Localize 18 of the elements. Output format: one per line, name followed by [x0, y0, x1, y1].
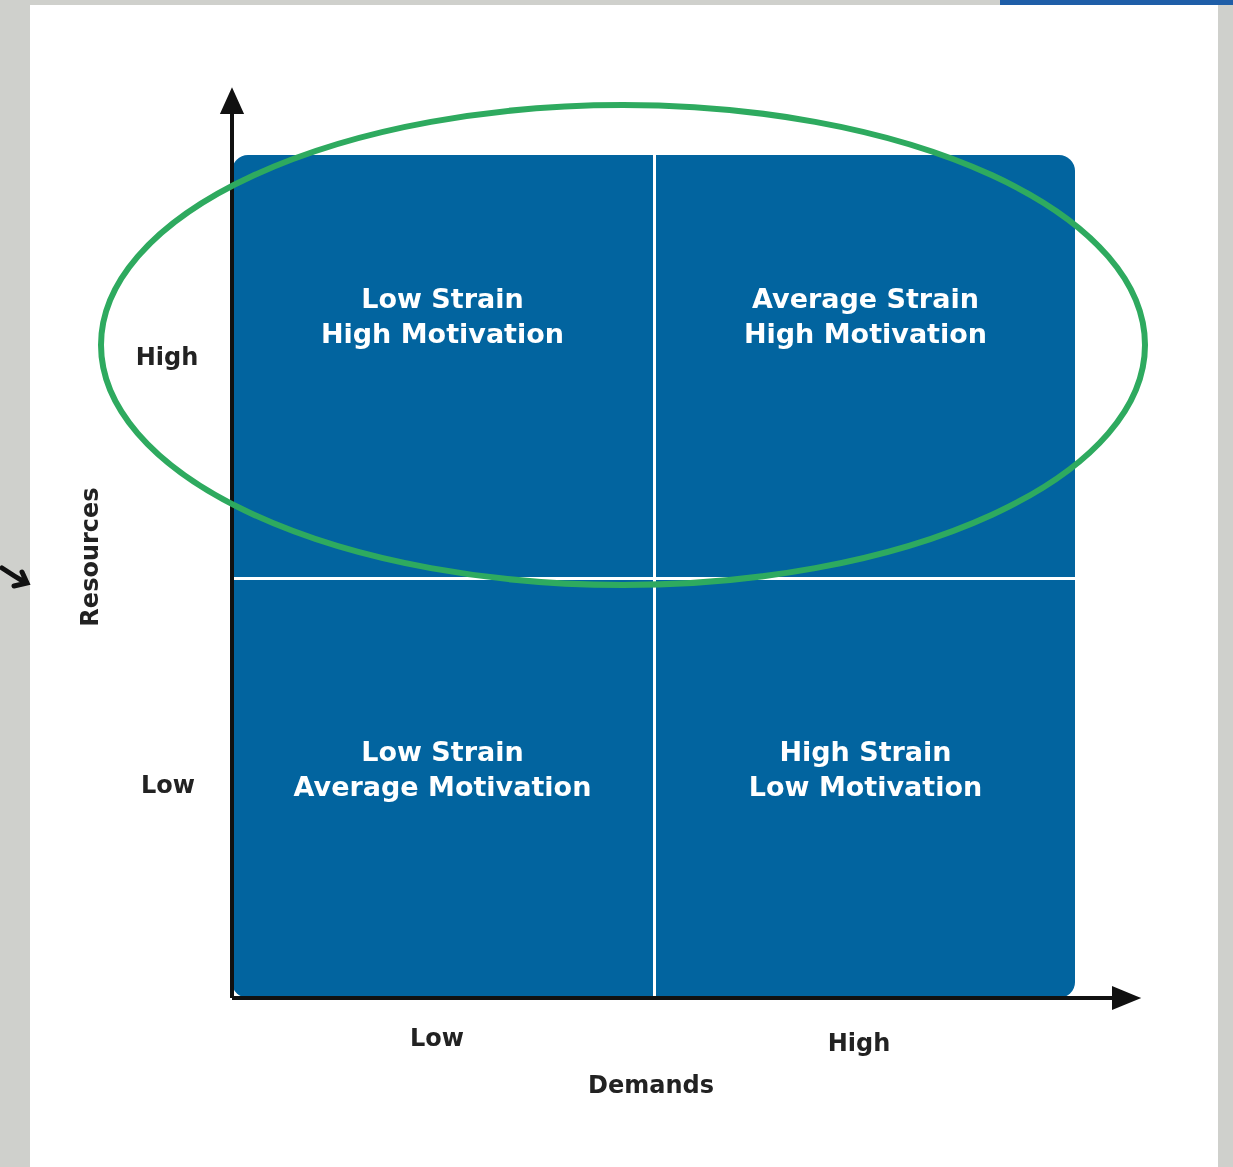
axis-tick-label: High	[827, 1031, 891, 1055]
quadrant-text: High Strain	[779, 734, 952, 769]
quadrant-text: Low Strain	[361, 734, 524, 769]
axis-tick-label: High	[135, 345, 199, 369]
quadrant-box	[232, 155, 653, 577]
quadrant-text: High Motivation	[743, 317, 988, 351]
quadrant-text: Average Strain	[752, 281, 979, 316]
axis-tick-label: Low	[141, 773, 195, 797]
quadrant-text: Low Strain	[361, 281, 524, 316]
quadrant-text: Average Motivation	[293, 770, 592, 804]
quadrant-box	[232, 580, 653, 998]
axis-title: Demands	[588, 1073, 714, 1097]
quadrant-text: High Motivation	[320, 317, 565, 351]
axis-title: Resources	[78, 487, 102, 627]
quadrant-box	[656, 155, 1075, 577]
quadrant-box	[656, 580, 1075, 998]
axis-tick-label: Low	[410, 1026, 464, 1050]
quadrant-text: Low Motivation	[748, 770, 983, 804]
